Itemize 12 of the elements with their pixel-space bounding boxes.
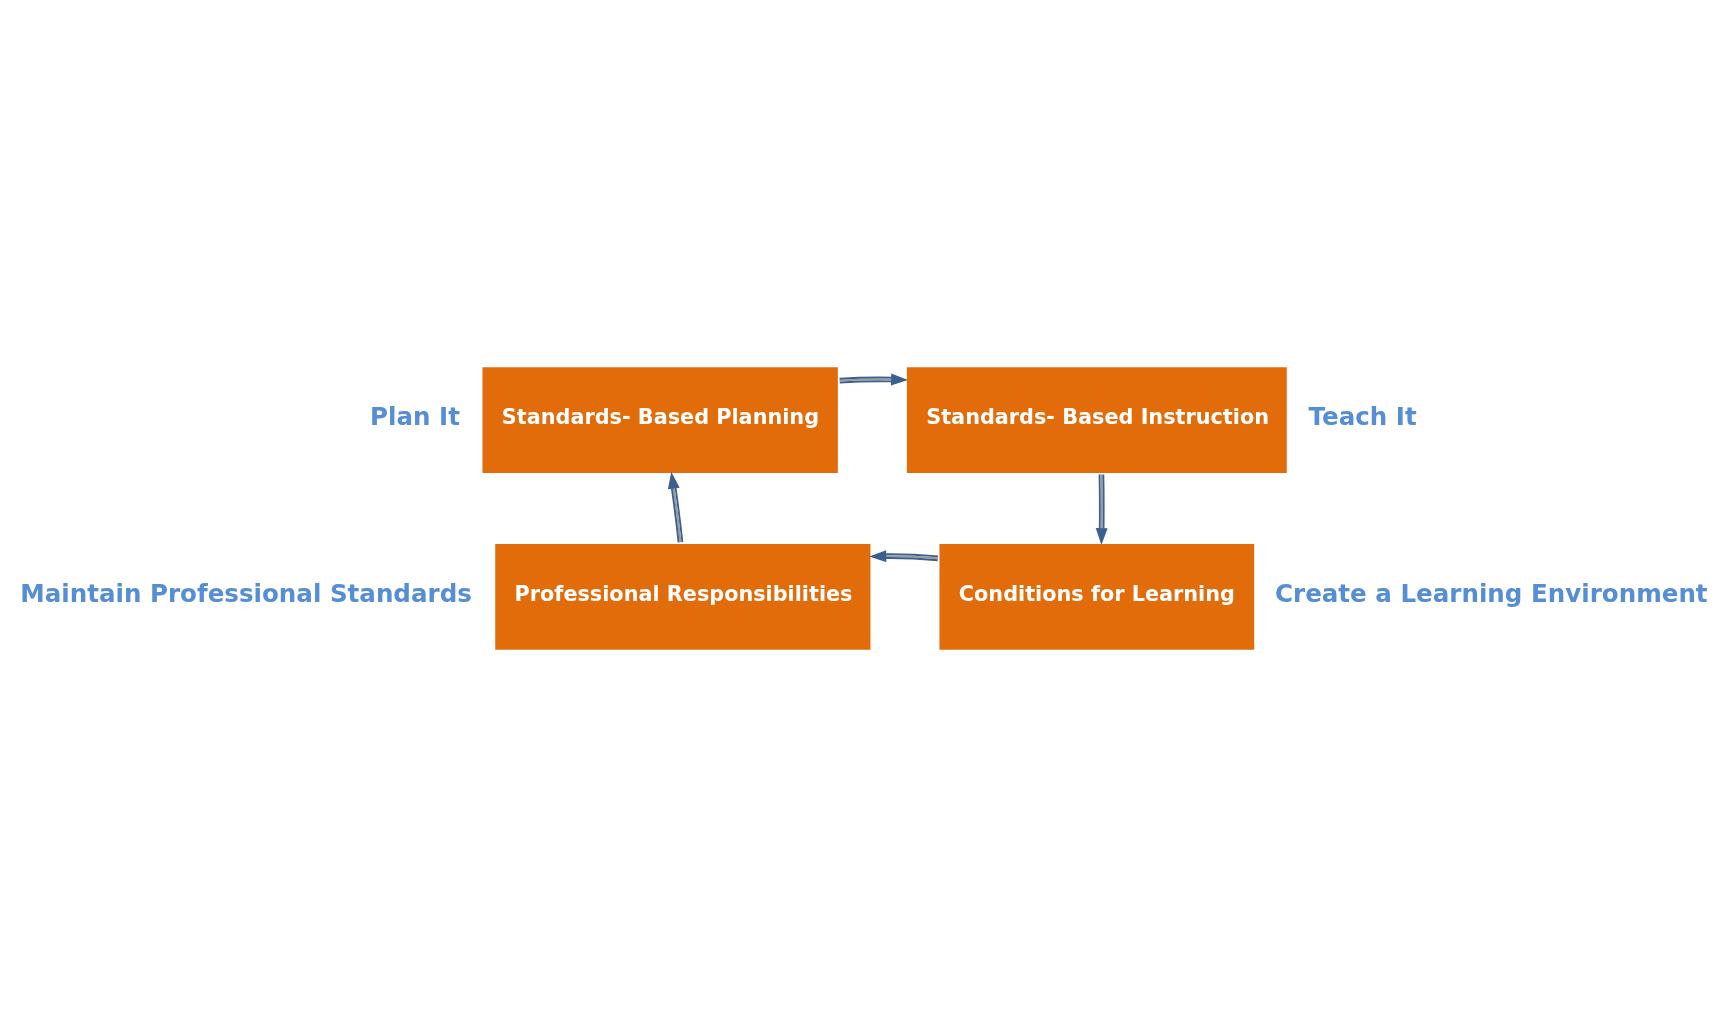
node-label: Plan It — [370, 402, 460, 432]
node-box: Professional Responsibilities — [492, 541, 874, 653]
node-box: Standards- Based Planning — [479, 364, 841, 476]
node-label: Create a Learning Environment — [1274, 578, 1708, 608]
node-label: Teach It — [1308, 402, 1417, 432]
arrow — [1095, 473, 1108, 546]
node-box: Conditions for Learning — [936, 541, 1258, 653]
arrow — [869, 550, 940, 563]
arrow — [667, 471, 684, 544]
node-box: Standards- Based Instruction — [904, 364, 1290, 476]
arrow — [838, 373, 909, 386]
node-label: Maintain Professional Standards — [20, 578, 472, 608]
